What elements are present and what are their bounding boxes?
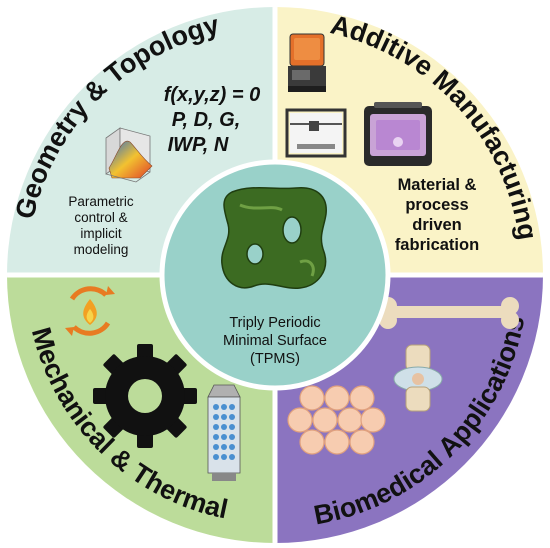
fdm-printer-icon	[285, 108, 347, 158]
center-label-2: Minimal Surface	[223, 333, 327, 349]
surface-plot-icon	[105, 127, 153, 183]
formula-line-3: IWP, N	[168, 134, 229, 156]
geometry-note-2: control &	[74, 210, 127, 225]
formula-line-2: P, D, G,	[172, 109, 241, 131]
tpms-structure-icon	[221, 186, 327, 289]
additive-note-2: process	[405, 196, 468, 214]
formula-line-1: f(x,y,z) = 0	[164, 84, 261, 106]
flame-cycle-icon	[65, 286, 115, 336]
geometry-note-4: modeling	[74, 242, 129, 257]
knee-joint-icon	[393, 344, 443, 412]
center-label-1: Triply Periodic	[229, 315, 320, 331]
gear-icon	[93, 344, 197, 448]
geometry-note-1: Parametric	[68, 194, 134, 209]
heat-exchanger-icon	[207, 384, 241, 481]
geometry-note-3: implicit	[80, 226, 122, 241]
cube-printer-icon	[364, 102, 432, 166]
cells-icon	[287, 385, 386, 455]
additive-note-1: Material &	[398, 176, 477, 194]
additive-note-3: driven	[412, 216, 462, 234]
additive-note-4: fabrication	[395, 236, 479, 254]
resin-printer-icon	[288, 33, 326, 92]
center-label-3: (TPMS)	[250, 351, 300, 367]
